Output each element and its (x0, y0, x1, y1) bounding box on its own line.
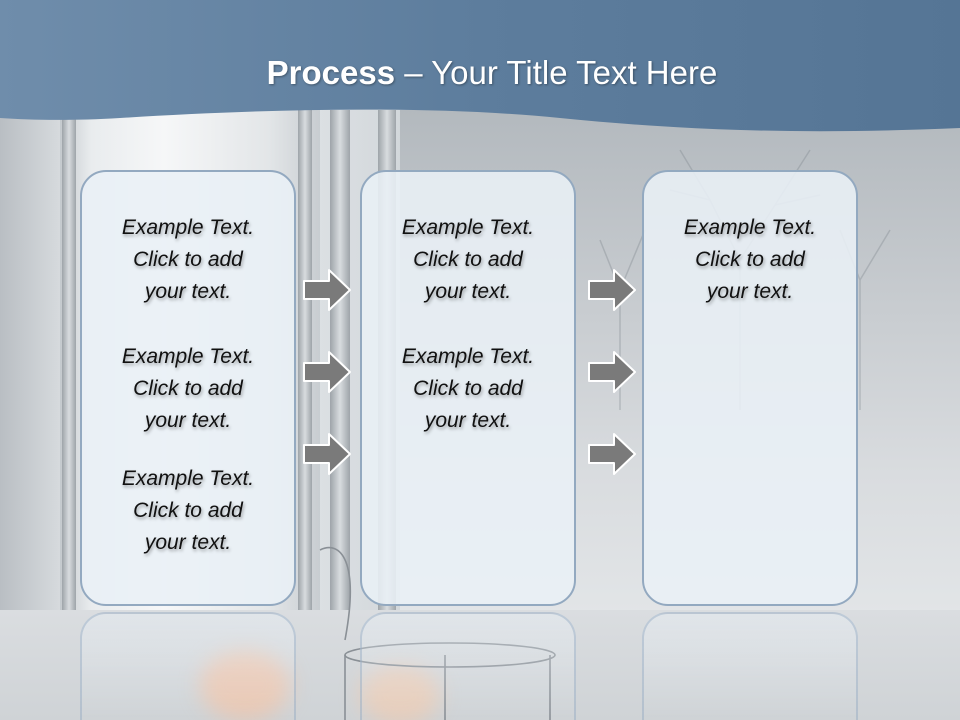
text-placeholder[interactable]: Example Text. Click to add your text. (121, 345, 255, 432)
right-arrow-icon[interactable] (587, 350, 637, 394)
header-band (0, 0, 960, 132)
title-bold-text: Process (266, 54, 396, 91)
text-placeholder[interactable]: Example Text. Click to add your text. (683, 216, 817, 303)
right-arrow-icon[interactable] (587, 432, 637, 476)
right-arrow-icon[interactable] (302, 268, 352, 312)
slide-title[interactable]: Process – Your Title Text Here (0, 54, 960, 92)
box-reflection (642, 612, 858, 720)
process-box-3[interactable]: Example Text. Click to add your text. (642, 170, 858, 606)
background-floor (0, 610, 960, 720)
process-box-1[interactable]: Example Text. Click to add your text. Ex… (80, 170, 296, 606)
title-rest-text: – Your Title Text Here (404, 54, 718, 91)
process-box-2[interactable]: Example Text. Click to add your text. Ex… (360, 170, 576, 606)
background-window-frame (62, 110, 76, 630)
right-arrow-icon[interactable] (302, 432, 352, 476)
box-reflection (80, 612, 296, 720)
text-placeholder[interactable]: Example Text. Click to add your text. (121, 216, 255, 303)
text-placeholder[interactable]: Example Text. Click to add your text. (401, 345, 535, 432)
right-arrow-icon[interactable] (302, 350, 352, 394)
text-placeholder[interactable]: Example Text. Click to add your text. (401, 216, 535, 303)
box-reflection (360, 612, 576, 720)
text-placeholder[interactable]: Example Text. Click to add your text. (121, 467, 255, 554)
right-arrow-icon[interactable] (587, 268, 637, 312)
